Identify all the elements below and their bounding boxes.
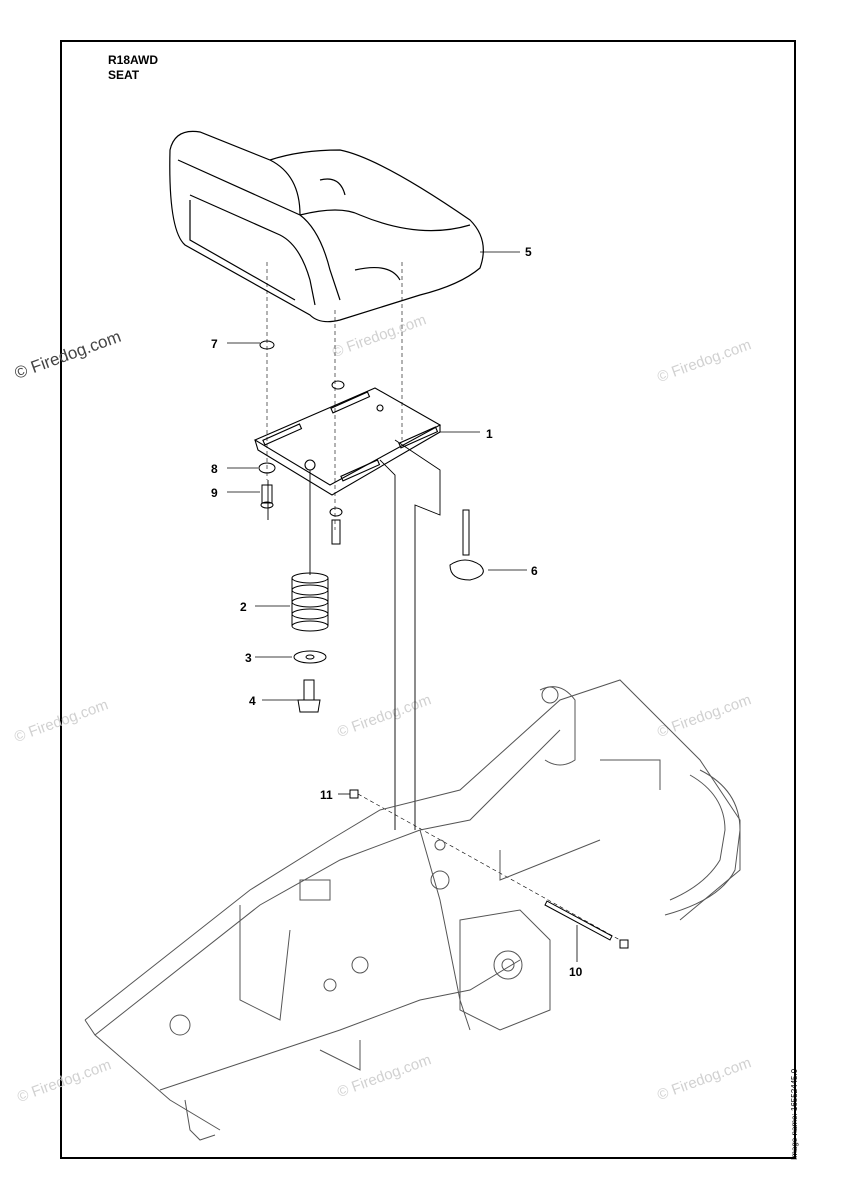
knob-part-6 (449, 509, 484, 581)
rod-axis (357, 793, 621, 941)
bolt-part-9 (260, 484, 274, 509)
bolt-part-4 (297, 679, 321, 713)
washer-part-8 (258, 462, 276, 474)
callout-1: 1 (486, 427, 493, 441)
seat-part-5 (169, 130, 484, 323)
callout-6: 6 (531, 564, 538, 578)
callout-4: 4 (249, 694, 256, 708)
model-label: R18AWD (108, 53, 159, 67)
chassis-frame (84, 679, 741, 1141)
pin-part-11 (349, 789, 359, 799)
callout-8: 8 (211, 462, 218, 476)
spring-part-2 (291, 572, 329, 632)
leader-lines (227, 251, 578, 962)
callout-10: 10 (569, 965, 583, 979)
section-label: SEAT (108, 68, 140, 82)
diagram-title: R18AWD SEAT (108, 53, 158, 83)
callouts: 5 7 1 8 9 6 2 3 4 11 10 (211, 245, 583, 979)
callout-11: 11 (320, 788, 333, 802)
washer-part-3 (293, 650, 327, 664)
callout-2: 2 (240, 600, 247, 614)
callout-5: 5 (525, 245, 532, 259)
nut (331, 380, 345, 390)
seat-plate-part-1 (253, 387, 442, 496)
callout-9: 9 (211, 486, 218, 500)
callout-3: 3 (245, 651, 252, 665)
washer-part-7 (259, 340, 275, 350)
bolt (329, 507, 343, 545)
rail-lines (267, 439, 441, 830)
callout-7: 7 (211, 337, 218, 351)
rod-part-10 (544, 900, 629, 949)
drawing-frame (60, 40, 796, 1159)
